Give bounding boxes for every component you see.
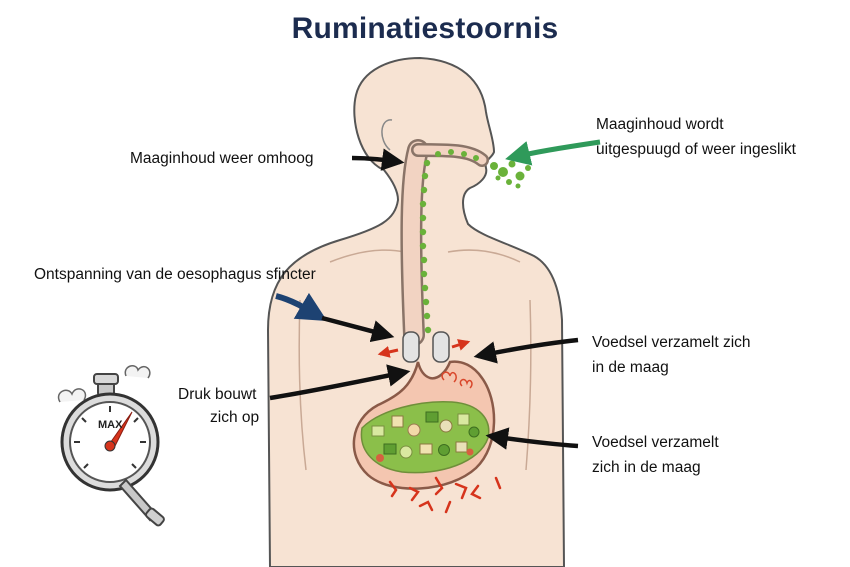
intestine-squiggles — [388, 476, 502, 514]
sphincter — [402, 331, 450, 363]
label-sphincter: Ontspanning van de oesophagus sfincter — [34, 266, 316, 283]
label-food-collects-1-line1: Voedsel verzamelt zich — [592, 334, 751, 351]
callout-arrows — [269, 139, 601, 450]
rising-food-dots — [419, 149, 479, 334]
green-spit-arrow-icon — [505, 139, 601, 166]
red-pressure-arrow-icon — [377, 339, 471, 358]
label-spit-line1: Maaginhoud wordt — [596, 116, 724, 133]
label-food-collects-1-line2: in de maag — [592, 359, 669, 376]
blue-sphincter-arrow-icon — [275, 292, 328, 322]
label-pressure-line2: zich op — [210, 409, 260, 426]
label-pressure-line1: Druk bouwt — [178, 386, 257, 403]
label-food-collects-2-line1: Voedsel verzamelt — [592, 434, 719, 451]
page-title: Ruminatiestoornis — [291, 12, 559, 45]
food-chunks — [371, 411, 480, 462]
stomach-bubbles — [441, 371, 473, 389]
label-spit-line2: uitgespuugd of weer ingeslikt — [596, 141, 796, 158]
gauge-max-text: MAX — [98, 419, 123, 431]
label-food-collects-2-line2: zich in de maag — [592, 459, 701, 476]
label-stomach-up: Maaginhoud weer omhoog — [130, 150, 314, 167]
stopwatch-gauge-icon: MAX — [57, 365, 165, 527]
spit-splash — [490, 160, 531, 189]
